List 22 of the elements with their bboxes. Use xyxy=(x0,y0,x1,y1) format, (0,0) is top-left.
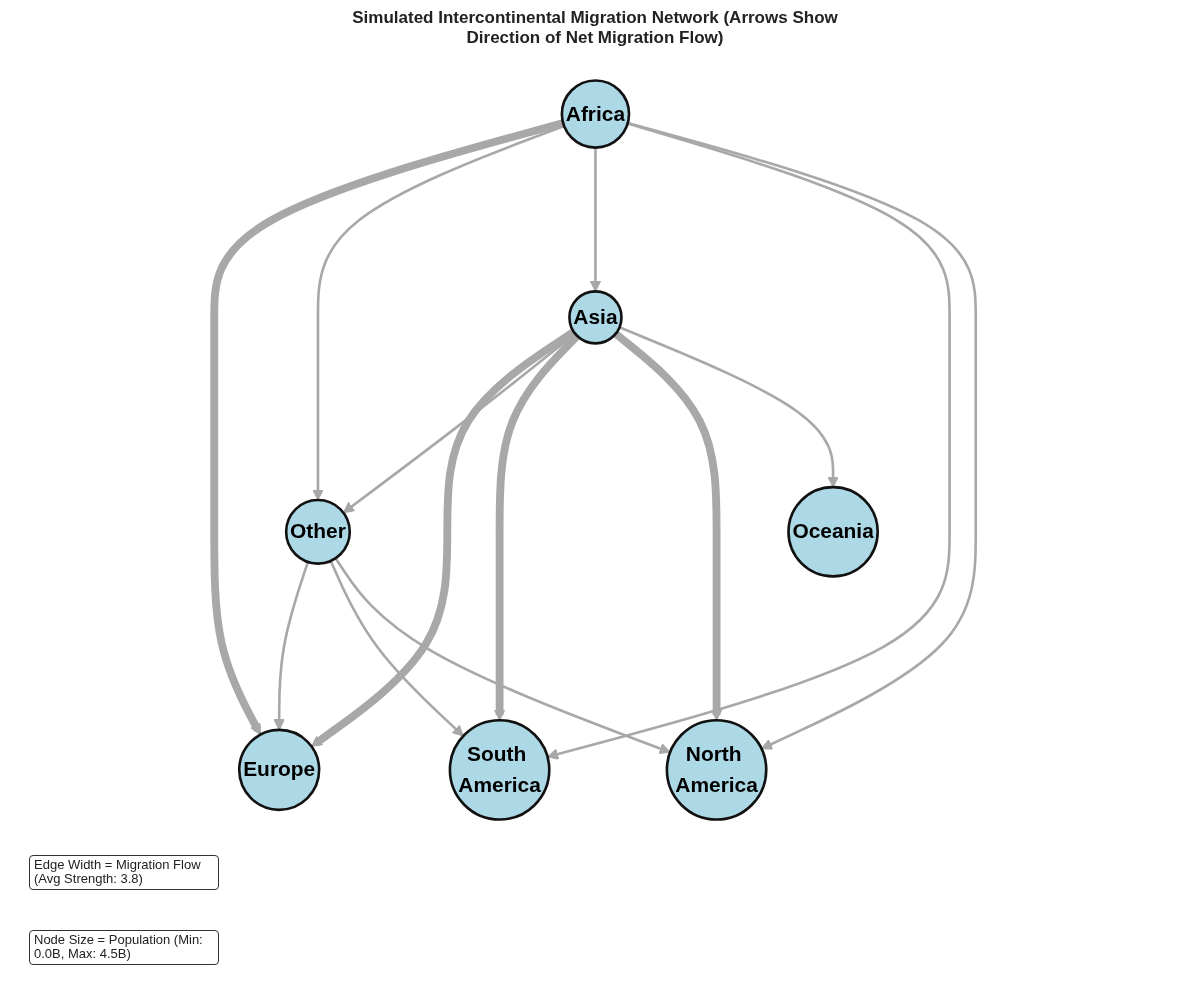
node-circle: Oceania xyxy=(787,485,879,578)
node-circle: Europe xyxy=(237,728,321,812)
arrow xyxy=(547,122,951,760)
arrow xyxy=(273,561,310,731)
arrow xyxy=(493,333,581,721)
node-circle: Other xyxy=(284,498,352,565)
arrow xyxy=(613,330,723,721)
node-circle: Africa xyxy=(560,79,631,149)
arrow xyxy=(627,121,978,750)
note-box: Node Size = Population (Min: 0.0B, Max: 4.5B) xyxy=(29,930,219,965)
node-circle: South America xyxy=(448,718,551,821)
arrow xyxy=(210,119,565,736)
arrow xyxy=(329,560,464,737)
arrow xyxy=(589,147,602,292)
chart-title: Simulated Intercontinental Migration Network (Arrows Show Direction of Net Migration Flow) xyxy=(351,8,839,48)
arrow xyxy=(334,557,671,754)
node-circle: Asia xyxy=(568,290,623,345)
arrow xyxy=(311,328,576,747)
note-box: Edge Width = Migration Flow (Avg Strength: 3.8) xyxy=(29,855,219,890)
arrow xyxy=(312,124,565,501)
node-circle: North America xyxy=(665,718,768,821)
arrow xyxy=(619,326,839,488)
